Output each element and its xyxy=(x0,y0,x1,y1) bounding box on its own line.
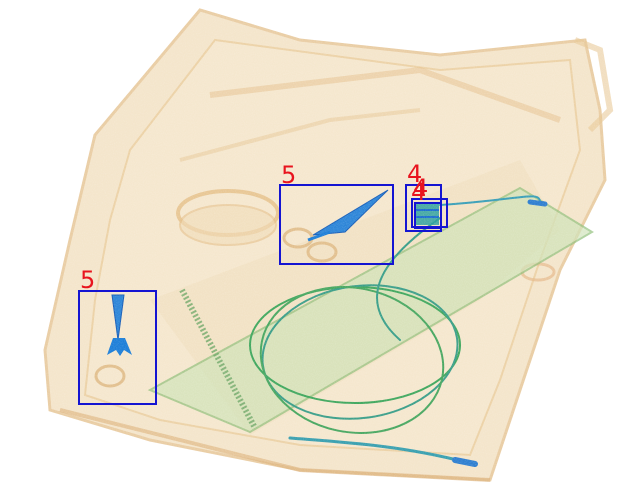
detection-label: 5 xyxy=(281,161,297,189)
detection-label: 4 xyxy=(413,174,429,202)
detection-box xyxy=(414,202,442,229)
detection-label: 5 xyxy=(80,266,96,294)
detection-box xyxy=(279,184,394,265)
detection-label: 4 xyxy=(407,160,423,188)
detection-label: 4 xyxy=(411,178,427,206)
detection-box xyxy=(78,290,157,405)
